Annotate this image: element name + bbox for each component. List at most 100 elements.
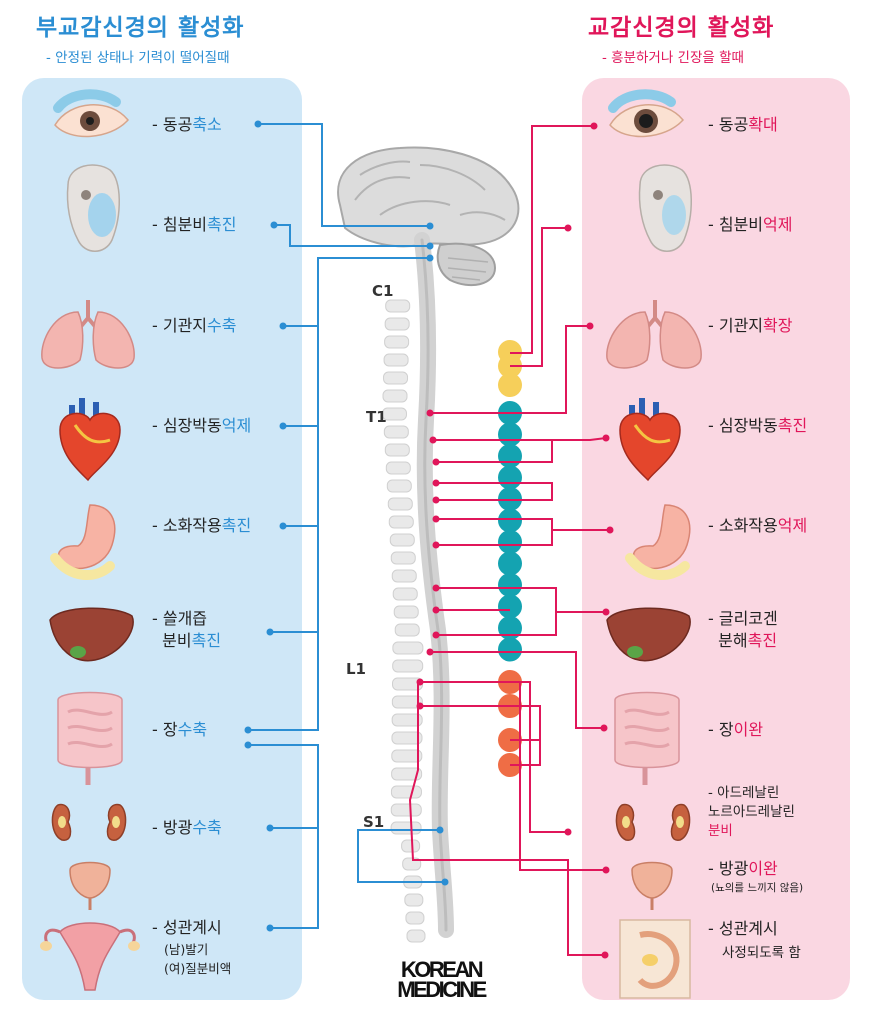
- left-note-male: (남)발기: [164, 942, 209, 957]
- left-label-sexual: - 성관계시: [152, 918, 222, 937]
- lungs-icon: [41, 300, 135, 369]
- vertebra: [391, 695, 423, 709]
- level-s1: S1: [363, 813, 385, 831]
- vertebra: [390, 821, 422, 835]
- ganglion: [498, 594, 522, 619]
- bladder-icon: [631, 861, 673, 910]
- left-label-bronchi: - 기관지수축: [152, 316, 237, 335]
- left-label-digestion: - 소화작용촉진: [152, 516, 252, 535]
- ganglion: [498, 444, 522, 468]
- kidney-icon: [615, 803, 691, 841]
- parasympathetic-endpoints: [244, 120, 449, 932]
- sympathetic-pathways: [408, 125, 610, 956]
- vertebra: [390, 803, 422, 817]
- ganglion: [498, 551, 522, 576]
- right-label-bronchi: - 기관지확장: [708, 316, 793, 335]
- spinal-cord: [414, 232, 454, 938]
- vertebra: [390, 785, 422, 799]
- eye-icon: [608, 89, 684, 138]
- vertebra: [385, 461, 411, 475]
- vertebra: [384, 317, 410, 331]
- right-label-pupil: - 동공확대: [708, 115, 778, 134]
- vertebra: [382, 389, 408, 403]
- right-label-heartbeat: - 심장박동촉진: [708, 416, 808, 435]
- vertebra: [393, 605, 419, 619]
- ganglion: [498, 573, 522, 597]
- left-note-female: (여)질분비액: [164, 961, 232, 976]
- heart-icon: [619, 398, 681, 482]
- lungs-icon: [606, 300, 702, 369]
- right-label-sexual: - 성관계시: [708, 919, 778, 938]
- right-label-digestion: - 소화작용억제: [708, 516, 808, 535]
- brain-illustration: [337, 146, 520, 287]
- ganglion: [498, 530, 522, 554]
- vertebra: [390, 551, 416, 565]
- left-label-bile: - 쓸개즙 분비촉진: [152, 609, 222, 650]
- parasympathetic-pathways: [248, 123, 445, 929]
- intestine-icon: [57, 691, 123, 785]
- vertebra: [392, 641, 424, 655]
- liver-icon: [606, 607, 691, 662]
- salivary-gland-icon: [638, 164, 692, 252]
- bladder-icon: [69, 861, 111, 910]
- vertebra: [404, 893, 424, 907]
- parasympathetic-subtitle: - 안정된 상태나 기력이 떨어질때: [46, 50, 230, 66]
- vertebra: [385, 299, 411, 313]
- ganglion: [498, 422, 522, 447]
- vertebral-column: [381, 299, 426, 943]
- ganglion: [498, 465, 522, 490]
- level-c1: C1: [372, 282, 394, 300]
- eye-icon: [53, 89, 129, 138]
- ganglion: [498, 616, 522, 640]
- level-l1: L1: [346, 660, 366, 678]
- vertebra: [391, 749, 423, 763]
- left-label-heartbeat: - 심장박동억제: [152, 416, 252, 435]
- vertebra: [392, 587, 418, 601]
- vertebra: [383, 371, 409, 385]
- right-label-intestine: - 장이완: [708, 720, 764, 739]
- left-label-pupil: - 동공축소: [152, 115, 222, 134]
- vertebra: [391, 767, 423, 781]
- sympathetic-endpoints: [416, 122, 614, 959]
- vertebra: [406, 929, 426, 943]
- reproductive-organ-icon: [40, 922, 140, 991]
- right-note-sexual: 사정되도록 함: [722, 945, 801, 961]
- vertebra: [401, 839, 421, 853]
- level-t1: T1: [366, 408, 387, 426]
- vertebra: [389, 533, 415, 547]
- vertebra: [391, 713, 423, 727]
- korean-medicine-logo: KOREAN MEDICINE: [381, 957, 501, 1002]
- vertebra: [383, 353, 409, 367]
- vertebra: [381, 407, 407, 421]
- vertebra: [386, 479, 412, 493]
- liver-icon: [49, 607, 134, 662]
- kidney-icon: [51, 803, 127, 841]
- vertebra: [384, 443, 410, 457]
- ganglion: [498, 373, 522, 397]
- vertebra: [387, 497, 413, 511]
- ganglion: [498, 637, 522, 662]
- vertebra: [388, 515, 414, 529]
- parasympathetic-panel: [22, 78, 302, 1000]
- right-note-bladder: (뇨의를 느끼지 않음): [711, 882, 804, 894]
- parasympathetic-title: 부교감신경의 활성화: [36, 15, 245, 41]
- left-label-intestine: - 장수축: [152, 720, 208, 739]
- ganglion: [498, 508, 522, 533]
- vertebra: [391, 731, 423, 745]
- vertebra: [384, 335, 410, 349]
- vertebra: [392, 659, 424, 673]
- right-label-saliva: - 침분비억제: [708, 215, 793, 234]
- heart-icon: [59, 398, 121, 482]
- right-label-glycogen: - 글리코겐 분해촉진: [708, 609, 778, 650]
- vertebra: [394, 623, 420, 637]
- salivary-gland-icon: [66, 164, 120, 252]
- left-label-bladder: - 방광수축: [152, 818, 222, 837]
- logo-line-2: MEDICINE: [397, 977, 487, 1002]
- right-label-bladder: - 방광이완: [708, 859, 778, 878]
- vertebra: [405, 911, 425, 925]
- logo-line-1: KOREAN: [400, 957, 484, 982]
- sympathetic-panel: [582, 78, 850, 1000]
- vertebra: [391, 569, 417, 583]
